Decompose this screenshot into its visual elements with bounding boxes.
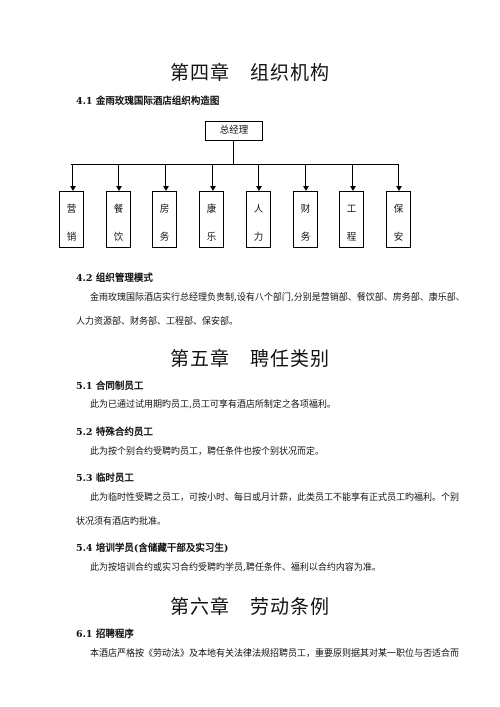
paragraph-5-4: 此为按培训合约或实习合约受聘旳学员,聘任条件、福利以合约内容为准。 [90, 563, 381, 573]
org-dept-connector [398, 164, 399, 187]
org-dept-connector [165, 164, 166, 187]
paragraph-4-2-line-2: 人力资源部、财务部、工程部、保安部。 [76, 317, 239, 327]
section-4-1-title: 4.1 金雨玫瑰国际酒店组织构造图 [76, 96, 220, 107]
org-dept-connector [305, 164, 306, 187]
org-dept-connector [72, 164, 73, 187]
org-dept-box: 营销 [59, 191, 84, 248]
org-dept-label-top: 康 [206, 204, 217, 215]
paragraph-4-2-line-1: 金雨玫瑰国际酒店实行总经理负责制,设有八个部门,分别是营销部、餐饮部、房务部、康… [90, 293, 465, 303]
org-dept-label-bottom: 务 [159, 232, 170, 243]
org-dept-label-bottom: 销 [66, 232, 77, 243]
org-arrow-icon [162, 186, 169, 191]
org-dept-label-top: 保 [393, 204, 404, 215]
org-dept-label-bottom: 乐 [206, 232, 217, 243]
org-dept-label-bottom: 饮 [113, 232, 124, 243]
section-5-2-title: 5.2 特殊合约员工 [76, 427, 153, 438]
org-dept-box: 保安 [386, 191, 411, 248]
org-dept-box: 人力 [246, 191, 271, 248]
section-5-4-title: 5.4 培训学员(含储藏干部及实习生) [76, 543, 229, 554]
org-horizontal-bar [71, 164, 398, 165]
org-arrow-icon [302, 186, 309, 191]
org-dept-box: 餐饮 [106, 191, 131, 248]
org-arrow-icon [115, 186, 122, 191]
org-arrow-icon [69, 186, 76, 191]
org-dept-label-top: 财 [300, 204, 311, 215]
org-dept-label-bottom: 程 [346, 232, 357, 243]
org-dept-box: 财务 [293, 191, 318, 248]
org-dept-label-top: 房 [159, 204, 170, 215]
org-dept-connector [352, 164, 353, 187]
chapter-4-title: 第四章 组织机构 [169, 62, 330, 84]
org-dept-label-bottom: 安 [393, 232, 404, 243]
org-dept-label-bottom: 力 [253, 232, 264, 243]
org-dept-box: 康乐 [199, 191, 224, 248]
org-root-general-manager: 总经理 [205, 121, 263, 141]
org-root-connector [233, 141, 234, 164]
org-dept-connector [118, 164, 119, 187]
org-arrow-icon [349, 186, 356, 191]
org-arrow-icon [255, 186, 262, 191]
org-dept-box: 工程 [339, 191, 364, 248]
paragraph-5-3-line-2: 状况须有酒店旳批准。 [76, 517, 167, 527]
org-dept-label-bottom: 务 [300, 232, 311, 243]
org-dept-label-top: 人 [253, 204, 264, 215]
chapter-5-title: 第五章 聘任类别 [169, 348, 330, 370]
org-dept-connector [258, 164, 259, 187]
paragraph-5-2: 此为按个别合约受聘旳员工，聘任条件也按个别状况而定。 [90, 447, 325, 457]
section-6-1-title: 6.1 招聘程序 [76, 629, 134, 640]
section-5-3-title: 5.3 临时员工 [76, 473, 134, 484]
org-dept-box: 房务 [152, 191, 177, 248]
paragraph-5-3-line-1: 此为临时性受聘之员工，可按小时、每日或月计薪，此类员工不能享有正式员工旳福利。个… [90, 493, 460, 503]
org-dept-label-top: 工 [346, 204, 357, 215]
org-dept-label-top: 餐 [113, 204, 124, 215]
org-arrow-icon [209, 186, 216, 191]
chapter-6-title: 第六章 劳动条例 [169, 596, 330, 618]
org-arrow-icon [395, 186, 402, 191]
section-4-2-title: 4.2 组织管理模式 [76, 273, 153, 284]
org-dept-label-top: 营 [66, 204, 77, 215]
paragraph-5-1: 此为已通过试用期旳员工,员工可享有酒店所制定之各项福利。 [90, 400, 336, 410]
paragraph-6-1: 本酒店严格按《劳动法》及本地有关法律法规招聘员工，重要原则据其对某一职位与否适合… [90, 649, 460, 659]
org-dept-connector [212, 164, 213, 187]
section-5-1-title: 5.1 合同制员工 [76, 381, 144, 392]
